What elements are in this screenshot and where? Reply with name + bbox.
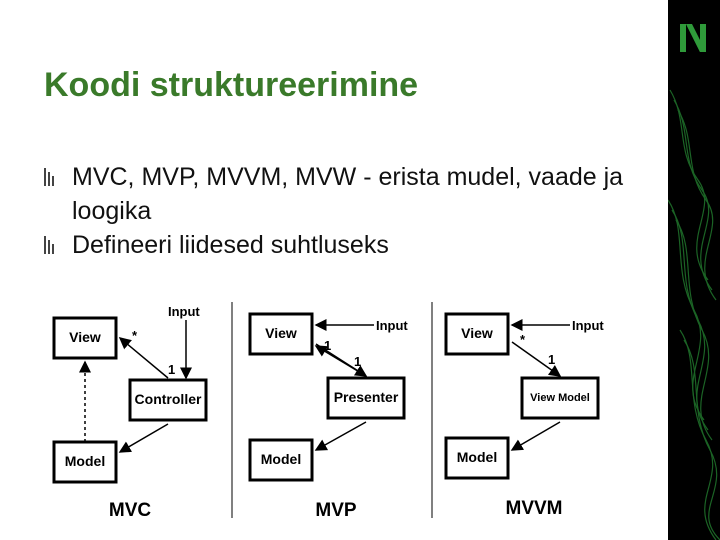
mvp-input-label: Input bbox=[376, 318, 408, 333]
sidebar-waves bbox=[668, 89, 720, 540]
mvc-model-box bbox=[52, 440, 118, 484]
mvc-controller-label: Controller bbox=[135, 391, 202, 407]
mvvm-viewmodel-label: View Model bbox=[530, 392, 590, 404]
mvp-view-box bbox=[248, 312, 314, 356]
mvvm-diagram: View View Model Model Input * 1 MVVM bbox=[444, 312, 604, 519]
mvvm-star-label: * bbox=[520, 332, 526, 347]
mvvm-caption: MVVM bbox=[506, 498, 563, 519]
mvc-input-label: Input bbox=[168, 304, 200, 319]
bullet-text: Defineeri liidesed suhtluseks bbox=[72, 231, 389, 259]
mvp-model-box bbox=[248, 438, 314, 482]
mvp-caption: MVP bbox=[315, 500, 357, 521]
mvvm-viewmodel-model-arrow bbox=[510, 421, 561, 451]
mvvm-view-box bbox=[444, 312, 510, 356]
mvvm-model-label: Model bbox=[457, 449, 497, 465]
mvc-controller-box bbox=[128, 378, 208, 422]
mvp-presenter-box bbox=[326, 376, 406, 420]
mvp-presenter-view-arrow bbox=[314, 345, 367, 377]
decorative-sidebar bbox=[668, 0, 720, 540]
mvp-one-a-label: 1 bbox=[324, 338, 331, 353]
mvc-controller-view-arrow bbox=[118, 337, 169, 379]
mvp-view-label: View bbox=[265, 325, 297, 341]
bullet-text: MVC, MVP, MVVM, MVW - erista mudel, vaad… bbox=[72, 163, 624, 225]
bullet-marker-icon bbox=[44, 168, 58, 186]
mvp-one-b-label: 1 bbox=[354, 354, 361, 369]
mvvm-one-label: 1 bbox=[548, 352, 555, 367]
mvp-presenter-label: Presenter bbox=[334, 389, 399, 405]
bullet-marker-icon bbox=[44, 236, 58, 254]
mvc-star-label: * bbox=[132, 328, 138, 343]
mvvm-viewmodel-box bbox=[520, 376, 600, 420]
bullet-list: MVC, MVP, MVVM, MVW - erista mudel, vaad… bbox=[44, 160, 634, 262]
mvp-model-label: Model bbox=[261, 451, 301, 467]
architecture-diagram: View Controller Model Input * 1 MVC View… bbox=[52, 302, 604, 521]
mvc-view-box bbox=[52, 316, 118, 360]
mvc-controller-model-arrow bbox=[118, 423, 169, 453]
n-logo-icon bbox=[680, 24, 706, 52]
mvp-diagram: View Presenter Model Input 1 1 MVP bbox=[248, 312, 408, 521]
slide-title: Koodi struktureerimine bbox=[44, 66, 419, 104]
mvc-one-label: 1 bbox=[168, 362, 175, 377]
bullet-item: Defineeri liidesed suhtluseks bbox=[44, 228, 634, 262]
mvp-presenter-model-arrow bbox=[314, 421, 367, 451]
mvc-caption: MVC bbox=[109, 500, 152, 521]
mvvm-view-viewmodel-arrow bbox=[511, 341, 562, 377]
mvc-diagram: View Controller Model Input * 1 MVC bbox=[52, 304, 208, 521]
mvc-view-label: View bbox=[69, 329, 101, 345]
mvvm-input-label: Input bbox=[572, 318, 604, 333]
sidebar-pattern bbox=[668, 24, 720, 540]
bullet-item: MVC, MVP, MVVM, MVW - erista mudel, vaad… bbox=[44, 160, 634, 228]
mvc-model-label: Model bbox=[65, 453, 105, 469]
mvvm-view-label: View bbox=[461, 325, 493, 341]
mvvm-model-box bbox=[444, 436, 510, 480]
